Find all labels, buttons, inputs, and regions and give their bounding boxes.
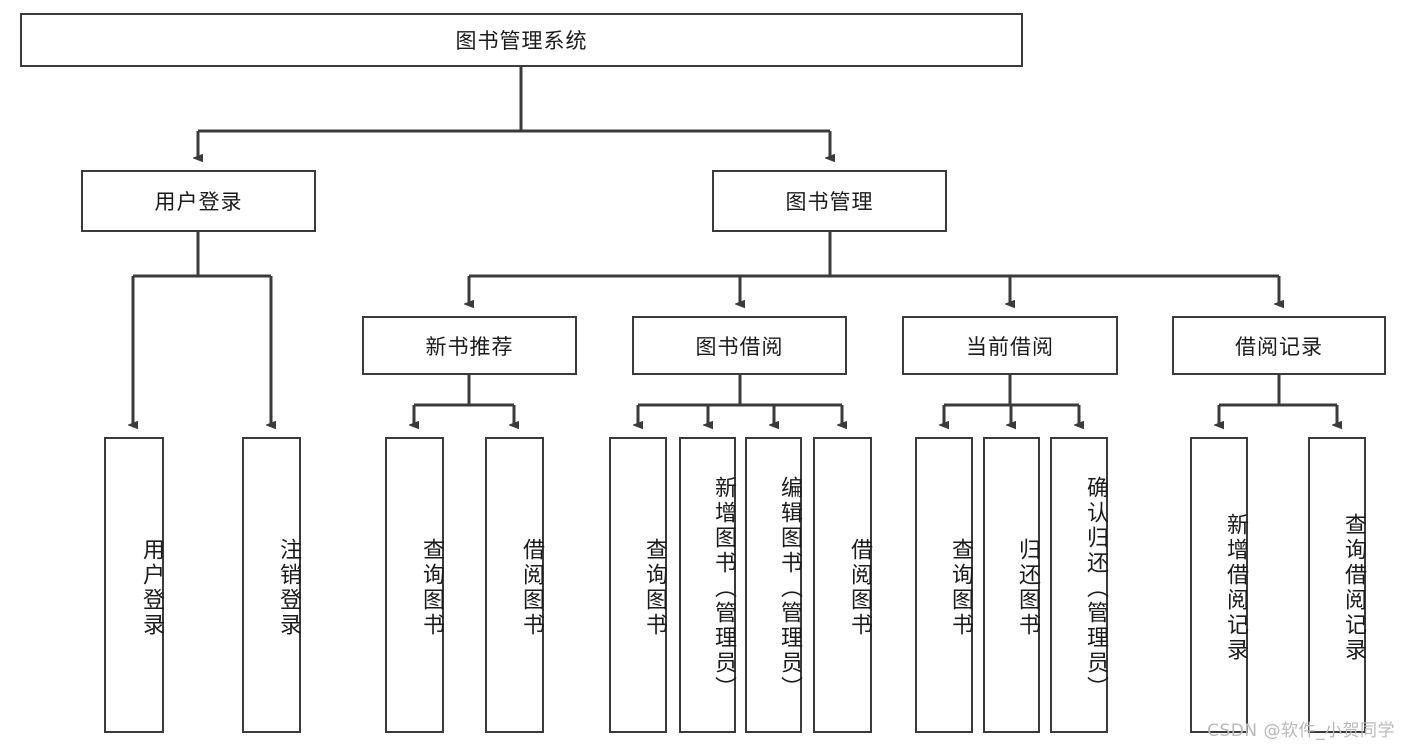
leaf-label: 查询借阅记录 (1341, 513, 1366, 663)
node-current-borrow-label: 当前借阅 (966, 334, 1054, 359)
watermark-text: CSDN @软件_小贺同学 (1207, 721, 1395, 741)
leaf-user-login-logout[interactable]: 注销登录 (242, 437, 301, 733)
node-borrow-record-label: 借阅记录 (1235, 334, 1323, 359)
leaf-label: 查询图书 (419, 538, 444, 638)
node-borrow-record[interactable]: 借阅记录 (1172, 316, 1386, 375)
leaf-current-confirm-return-admin[interactable]: 确认归还（管理员） (1050, 437, 1108, 733)
leaf-record-add[interactable]: 新增借阅记录 (1190, 437, 1248, 733)
node-book-borrow[interactable]: 图书借阅 (632, 316, 847, 375)
leaf-record-query[interactable]: 查询借阅记录 (1308, 437, 1366, 733)
leaf-new-book-query[interactable]: 查询图书 (385, 437, 444, 733)
leaf-user-login-login[interactable]: 用户登录 (104, 437, 164, 733)
node-current-borrow[interactable]: 当前借阅 (902, 316, 1118, 375)
leaf-borrow-borrow-book[interactable]: 借阅图书 (813, 437, 872, 733)
node-root-label: 图书管理系统 (455, 29, 588, 53)
leaf-label: 编辑图书（管理员） (777, 475, 802, 701)
leaf-label: 借阅图书 (519, 538, 544, 638)
node-book-borrow-label: 图书借阅 (695, 334, 784, 359)
leaf-label: 查询图书 (642, 538, 667, 638)
node-new-book-recommend[interactable]: 新书推荐 (362, 316, 577, 375)
leaf-label: 新增借阅记录 (1223, 513, 1248, 663)
leaf-label: 用户登录 (139, 538, 164, 638)
leaf-label: 新增图书（管理员） (711, 475, 736, 701)
node-user-login-label: 用户登录 (154, 190, 243, 214)
node-root[interactable]: 图书管理系统 (20, 13, 1023, 67)
leaf-current-query-book[interactable]: 查询图书 (915, 437, 973, 733)
node-book-management-label: 图书管理 (785, 190, 874, 214)
leaf-label: 归还图书 (1015, 538, 1040, 638)
node-book-management[interactable]: 图书管理 (712, 170, 947, 232)
leaf-label: 查询图书 (948, 538, 973, 638)
leaf-new-book-borrow[interactable]: 借阅图书 (485, 437, 544, 733)
leaf-label: 注销登录 (276, 538, 301, 638)
node-new-book-recommend-label: 新书推荐 (425, 334, 514, 359)
node-user-login[interactable]: 用户登录 (81, 170, 316, 232)
leaf-borrow-query-book[interactable]: 查询图书 (609, 437, 667, 733)
leaf-label: 确认归还（管理员） (1083, 475, 1108, 701)
leaf-label: 借阅图书 (847, 538, 872, 638)
leaf-borrow-add-book-admin[interactable]: 新增图书（管理员） (679, 437, 736, 733)
leaf-borrow-edit-book-admin[interactable]: 编辑图书（管理员） (745, 437, 802, 733)
leaf-current-return-book[interactable]: 归还图书 (983, 437, 1040, 733)
